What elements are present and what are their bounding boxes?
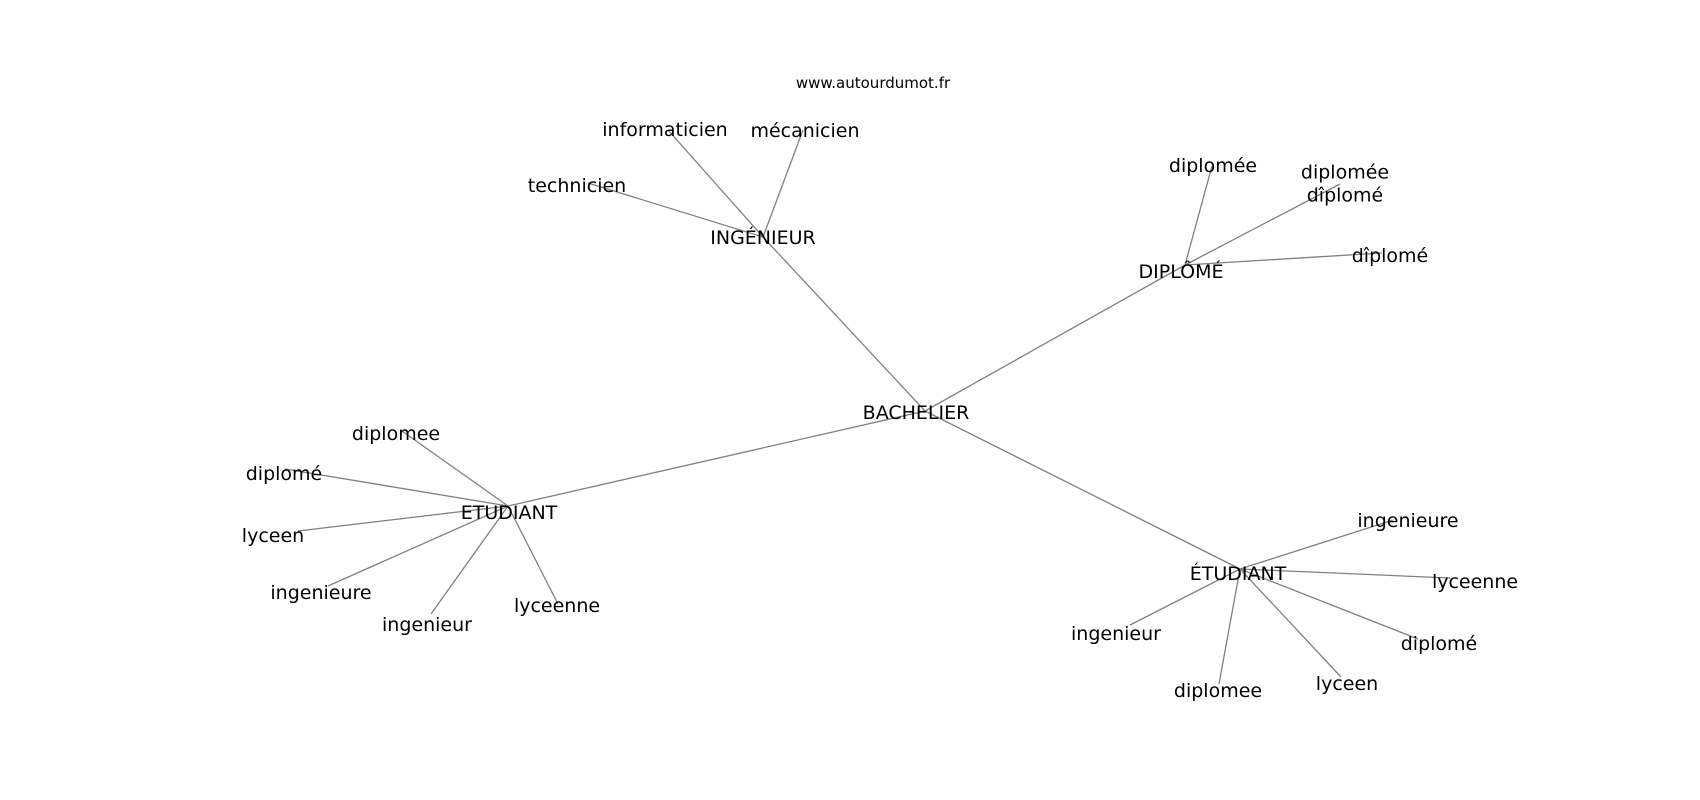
edge-branch-to-leaf — [762, 129, 804, 238]
edge-branch-to-leaf — [1184, 165, 1213, 266]
leaf-node-label: technicien — [528, 175, 626, 197]
leaf-node-label: diplomé — [246, 463, 323, 485]
branch-node-label: ETUDIANT — [461, 502, 558, 524]
leaf-node-label: ingenieur — [382, 614, 472, 636]
edge-branch-to-leaf — [1218, 568, 1241, 685]
leaf-node-label: diplomee — [352, 423, 440, 445]
edge-branch-to-leaf — [284, 468, 509, 507]
edge-branch-to-leaf — [1184, 252, 1383, 266]
branch-node-label: INGÉNIEUR — [710, 226, 815, 249]
edge-branch-to-leaf — [1239, 519, 1394, 570]
leaf-node-label: informaticien — [602, 119, 727, 141]
edge-branch-to-leaf — [507, 505, 559, 605]
edge-branch-to-leaf — [1239, 568, 1342, 678]
leaf-node-label: lyceen — [1316, 673, 1378, 695]
branch-node-label: ÉTUDIANT — [1190, 562, 1287, 585]
label-layer: BACHELIER INGÉNIEUR informaticien mécanicie… — [242, 119, 1518, 702]
branch-node-label: DIPLÔMÉ — [1139, 259, 1224, 283]
edge-branch-to-leaf — [1184, 183, 1341, 266]
watermark-text: www.autourdumot.fr — [796, 74, 951, 92]
leaf-node-label: lyceenne — [1432, 571, 1518, 593]
edge-center-to-branch — [924, 264, 1186, 412]
leaf-node-label: ingenieure — [1357, 510, 1458, 532]
edge-branch-to-leaf — [1129, 568, 1241, 626]
leaf-node-label: diplomee — [1174, 680, 1262, 702]
edge-branch-to-leaf — [401, 430, 509, 507]
edge-center-to-branch — [762, 236, 926, 412]
edge-branch-to-leaf — [587, 182, 764, 238]
leaf-node-label: dîplomé — [1352, 245, 1429, 267]
leaf-node-label: diplomé — [1401, 633, 1478, 655]
edge-center-to-branch — [924, 410, 1241, 570]
edge-branch-to-leaf — [430, 505, 509, 615]
leaf-node-label: mécanicien — [750, 120, 859, 142]
leaf-node-label: ingenieur — [1071, 623, 1161, 645]
edge-branch-to-leaf — [297, 505, 509, 532]
edge-branch-to-leaf — [1239, 568, 1451, 579]
leaf-node-label: ingenieure — [270, 582, 371, 604]
leaf-node-label: lyceen — [242, 525, 304, 547]
edge-branch-to-leaf — [667, 129, 764, 238]
edge-center-to-branch — [507, 410, 926, 507]
edge-branch-to-leaf — [327, 505, 509, 587]
leaf-node-label: diplomée — [1169, 155, 1257, 177]
center-node-label: BACHELIER — [863, 402, 970, 424]
edge-branch-to-leaf — [1239, 568, 1419, 640]
leaf-node-label: lyceenne — [514, 595, 600, 617]
edge-layer — [284, 129, 1451, 685]
